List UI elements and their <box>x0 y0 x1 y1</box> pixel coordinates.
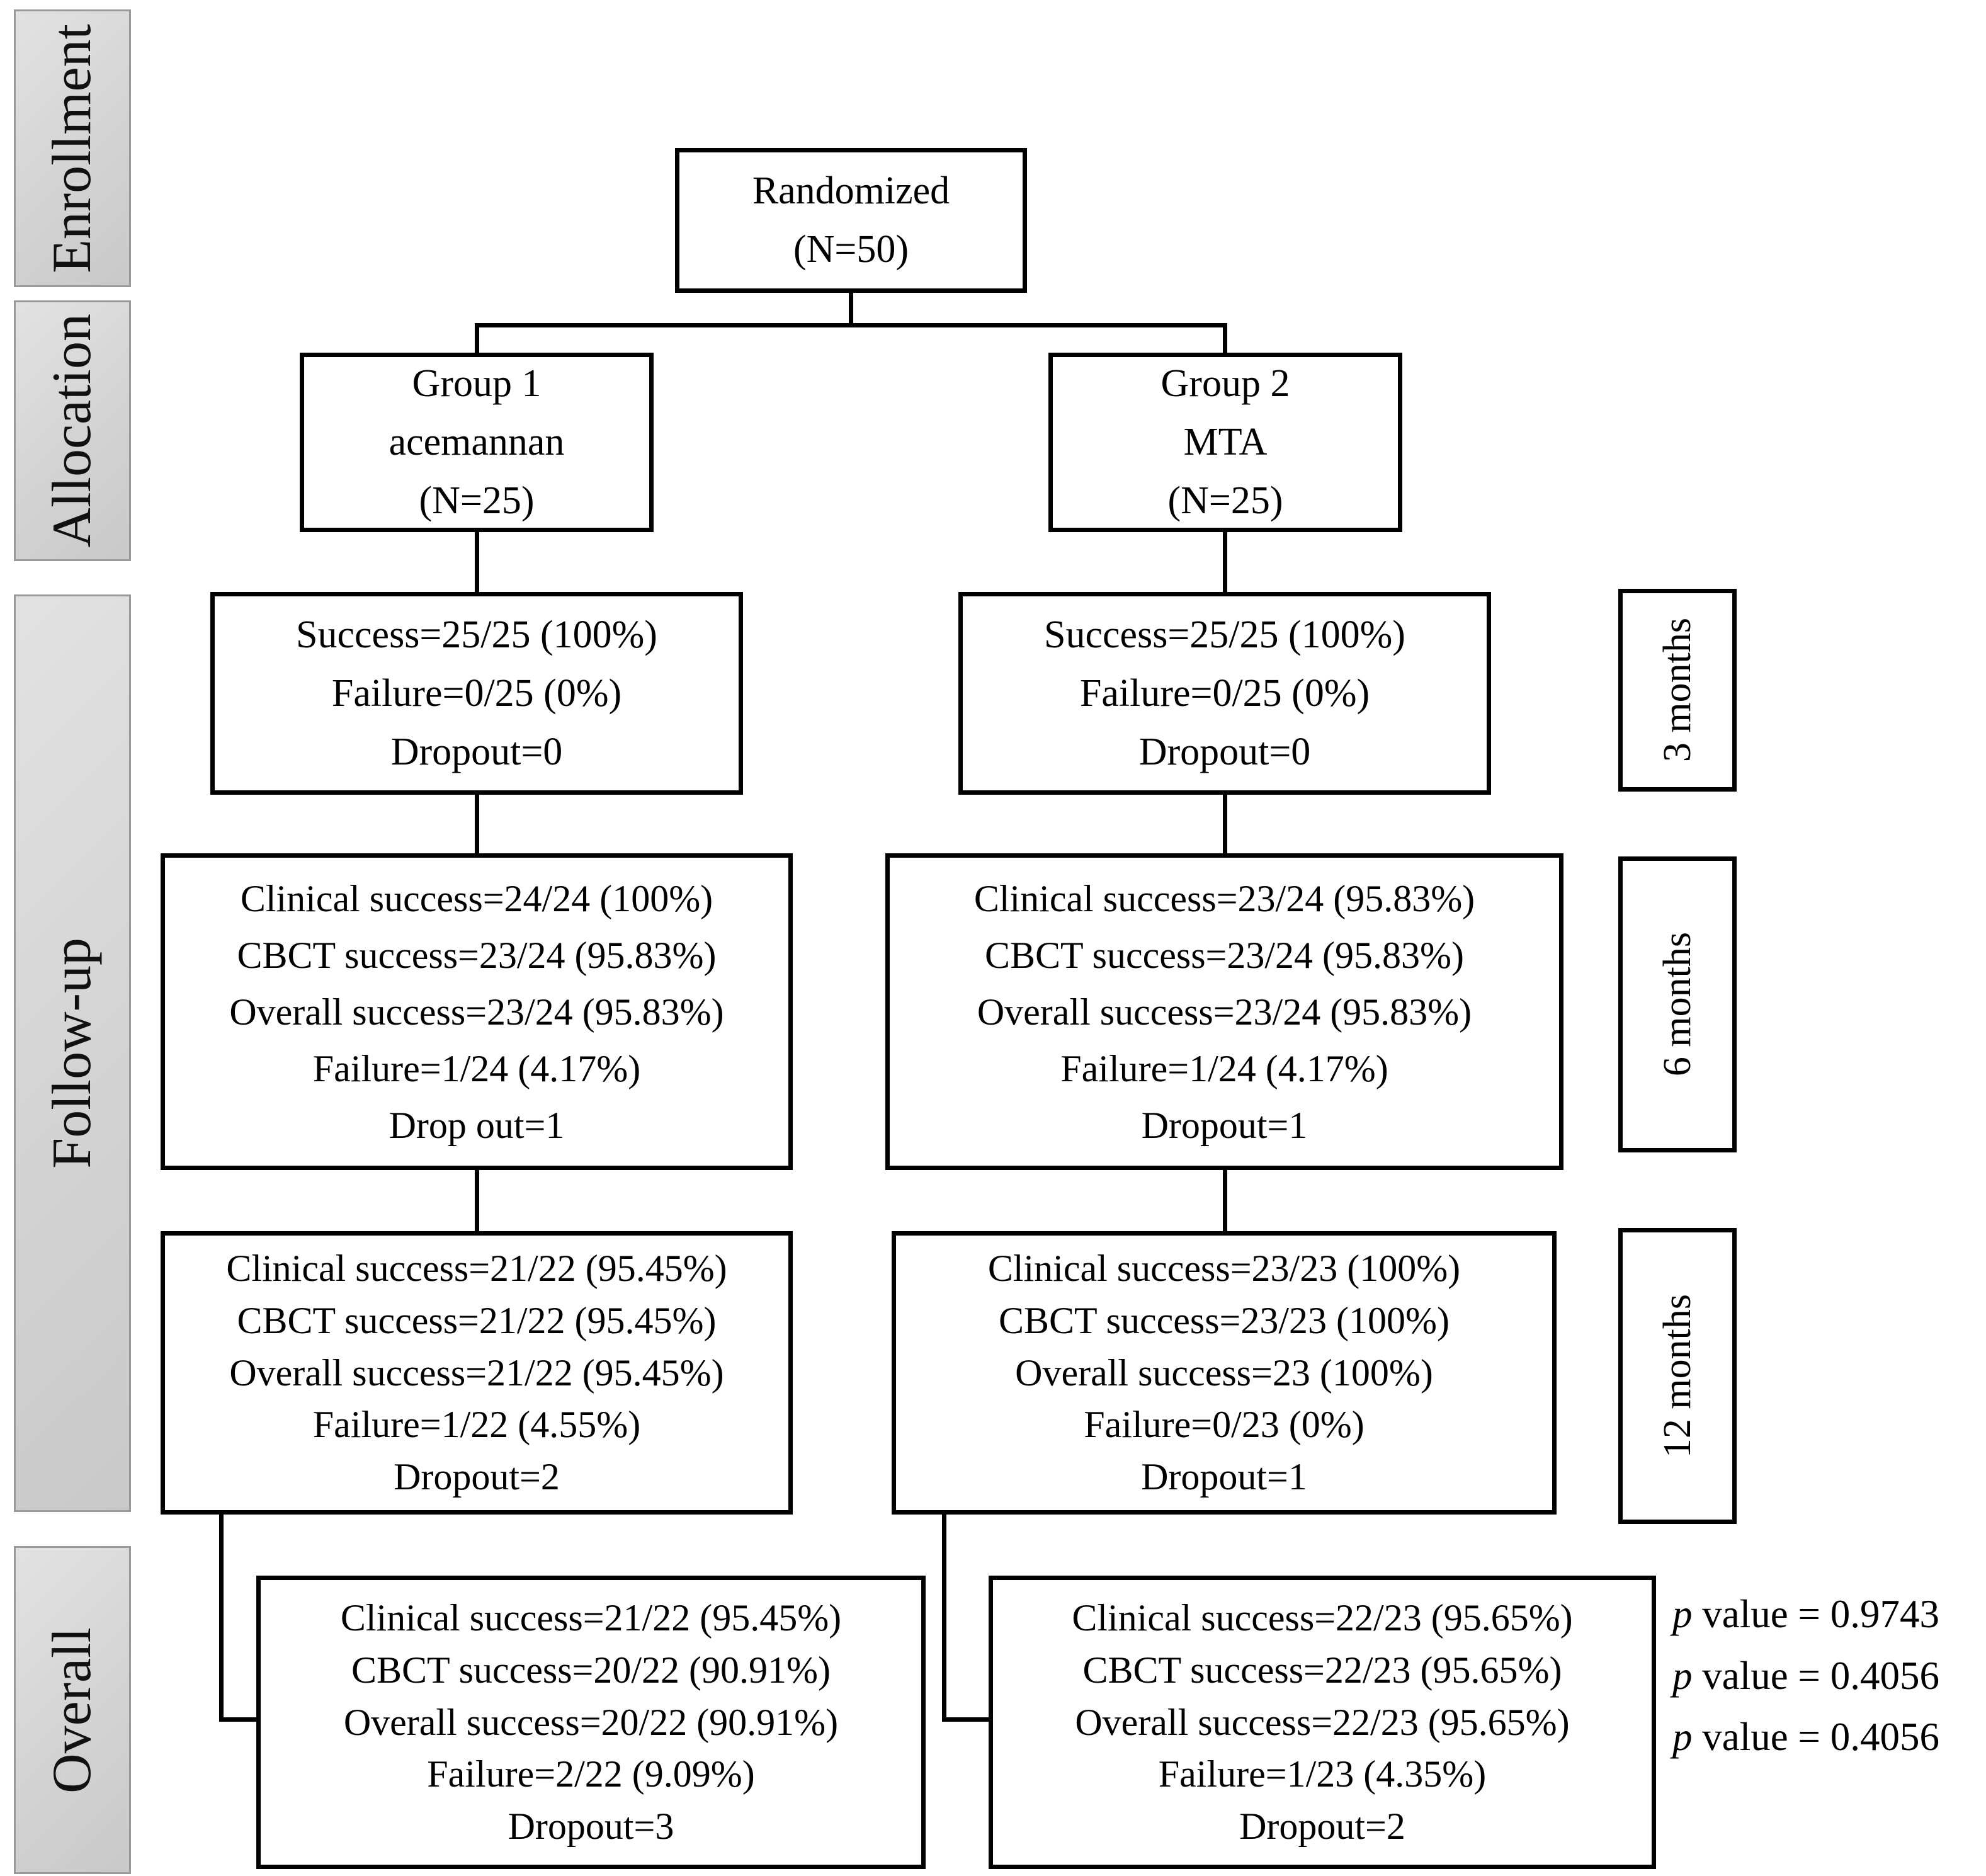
box-group1-overall: Clinical success=21/22 (95.45%) CBCT succ… <box>256 1576 926 1869</box>
phase-label-enrollment-text: Enrollment <box>42 23 103 273</box>
box-group1-12months: Clinical success=21/22 (95.45%) CBCT succ… <box>161 1231 793 1515</box>
p-value-line-cbct: p value = 0.4056 <box>1672 1646 1939 1707</box>
text-line: Clinical success=23/23 (100%) <box>987 1248 1461 1289</box>
p-symbol: p <box>1672 1715 1693 1759</box>
box-group1-3months: Success=25/25 (100%) Failure=0/25 (0%) Dro… <box>210 592 743 795</box>
text-line: CBCT success=22/23 (95.65%) <box>1082 1649 1562 1691</box>
text-line: Group 1 <box>412 362 542 405</box>
p-value-text: value = 0.9743 <box>1692 1592 1939 1636</box>
text-line: Clinical success=21/22 (95.45%) <box>340 1597 842 1639</box>
text-line: Failure=0/25 (0%) <box>1079 671 1370 715</box>
text-line: Clinical success=21/22 (95.45%) <box>226 1248 727 1289</box>
text-line: Dropout=2 <box>394 1456 560 1498</box>
p-value-line-clinical: p value = 0.9743 <box>1672 1584 1939 1646</box>
phase-label-followup: Follow-up <box>14 594 131 1512</box>
text-line: Dropout=3 <box>508 1805 674 1848</box>
text-line: Failure=0/23 (0%) <box>1084 1404 1365 1446</box>
text-line: Clinical success=22/23 (95.65%) <box>1072 1597 1573 1639</box>
connector-group1-to-12months <box>475 1170 479 1231</box>
connector-randomized-stem <box>849 293 853 327</box>
connector-group1-to-overall-vertical <box>219 1515 224 1722</box>
text-line: CBCT success=23/24 (95.83%) <box>237 934 717 976</box>
text-line: Overall success=23/24 (95.83%) <box>229 991 724 1033</box>
connector-group2-to-3months <box>1223 532 1227 592</box>
text-line: Dropout=0 <box>1138 730 1311 773</box>
text-line: Failure=0/25 (0%) <box>331 671 622 715</box>
text-line: Randomized <box>752 169 950 212</box>
phase-label-overall: Overall <box>14 1546 131 1874</box>
text-line: Overall success=21/22 (95.45%) <box>229 1351 724 1394</box>
timepoint-label-12-months-text: 12 months <box>1656 1293 1699 1458</box>
text-line: Clinical success=24/24 (100%) <box>240 877 713 919</box>
text-line: Dropout=0 <box>390 730 563 773</box>
connector-drop-group1 <box>475 323 479 355</box>
box-group2-12months: Clinical success=23/23 (100%) CBCT succes… <box>892 1231 1557 1515</box>
timepoint-label-12-months: 12 months <box>1618 1228 1737 1524</box>
text-line: (N=25) <box>419 479 535 522</box>
connector-group1-to-3months <box>475 532 479 592</box>
text-line: Overall success=23/24 (95.83%) <box>977 991 1472 1033</box>
phase-label-enrollment: Enrollment <box>14 9 131 287</box>
text-line: Overall success=23 (100%) <box>1015 1351 1433 1394</box>
text-line: CBCT success=20/22 (90.91%) <box>351 1649 831 1691</box>
connector-group2-to-6months <box>1223 795 1227 853</box>
text-line: Clinical success=23/24 (95.83%) <box>973 877 1475 919</box>
p-symbol: p <box>1672 1653 1693 1698</box>
text-line: Failure=1/23 (4.35%) <box>1158 1753 1487 1795</box>
text-line: Failure=1/22 (4.55%) <box>312 1404 641 1446</box>
text-line: Overall success=20/22 (90.91%) <box>343 1701 839 1743</box>
connector-group2-to-overall-vertical <box>942 1515 946 1722</box>
p-value-list: p value = 0.9743 p value = 0.4056 p valu… <box>1672 1584 1939 1768</box>
text-line: Dropout=1 <box>1141 1456 1307 1498</box>
text-line: CBCT success=23/23 (100%) <box>998 1299 1450 1341</box>
text-line: (N=25) <box>1167 479 1283 522</box>
p-value-text: value = 0.4056 <box>1692 1715 1939 1759</box>
connector-group2-to-overall-horizontal <box>942 1717 990 1722</box>
text-line: Dropout=2 <box>1239 1805 1405 1848</box>
text-line: Failure=2/22 (9.09%) <box>427 1753 755 1795</box>
timepoint-label-3-months: 3 months <box>1618 589 1737 792</box>
phase-label-allocation: Allocation <box>14 300 131 561</box>
box-group2-allocation: Group 2 MTA (N=25) <box>1048 353 1402 532</box>
text-line: Success=25/25 (100%) <box>1044 613 1405 656</box>
text-line: Overall success=22/23 (95.65%) <box>1075 1701 1570 1743</box>
box-group2-3months: Success=25/25 (100%) Failure=0/25 (0%) Dro… <box>958 592 1491 795</box>
text-line: acemannan <box>389 421 565 463</box>
phase-label-overall-text: Overall <box>42 1627 103 1794</box>
text-line: Success=25/25 (100%) <box>296 613 657 656</box>
box-group1-allocation: Group 1 acemannan (N=25) <box>300 353 654 532</box>
box-group1-6months: Clinical success=24/24 (100%) CBCT succes… <box>161 853 793 1170</box>
timepoint-label-6-months: 6 months <box>1618 856 1737 1152</box>
text-line: CBCT success=21/22 (95.45%) <box>237 1299 717 1341</box>
text-line: Group 2 <box>1160 362 1290 405</box>
p-value-line-overall: p value = 0.4056 <box>1672 1707 1939 1768</box>
text-line: Failure=1/24 (4.17%) <box>1060 1047 1388 1089</box>
connector-drop-group2 <box>1223 323 1227 355</box>
text-line: Failure=1/24 (4.17%) <box>312 1047 641 1089</box>
timepoint-label-3-months-text: 3 months <box>1656 618 1699 763</box>
connector-group1-to-6months <box>475 795 479 853</box>
text-line: (N=50) <box>793 228 909 271</box>
phase-label-allocation-text: Allocation <box>42 314 103 548</box>
box-group2-6months: Clinical success=23/24 (95.83%) CBCT succ… <box>885 853 1563 1170</box>
text-line: Drop out=1 <box>389 1104 565 1146</box>
text-line: Dropout=1 <box>1141 1104 1308 1146</box>
box-group2-overall: Clinical success=22/23 (95.65%) CBCT succ… <box>989 1576 1656 1869</box>
box-randomized: Randomized (N=50) <box>675 148 1027 293</box>
text-line: MTA <box>1183 421 1268 463</box>
phase-label-followup-text: Follow-up <box>42 938 103 1169</box>
text-line: CBCT success=23/24 (95.83%) <box>984 934 1464 976</box>
connector-group1-to-overall-horizontal <box>219 1717 258 1722</box>
timepoint-label-6-months-text: 6 months <box>1656 932 1699 1077</box>
connector-split-horizontal <box>475 323 1227 327</box>
connector-group2-to-12months <box>1223 1170 1227 1231</box>
p-value-text: value = 0.4056 <box>1692 1653 1939 1698</box>
p-symbol: p <box>1672 1592 1693 1636</box>
